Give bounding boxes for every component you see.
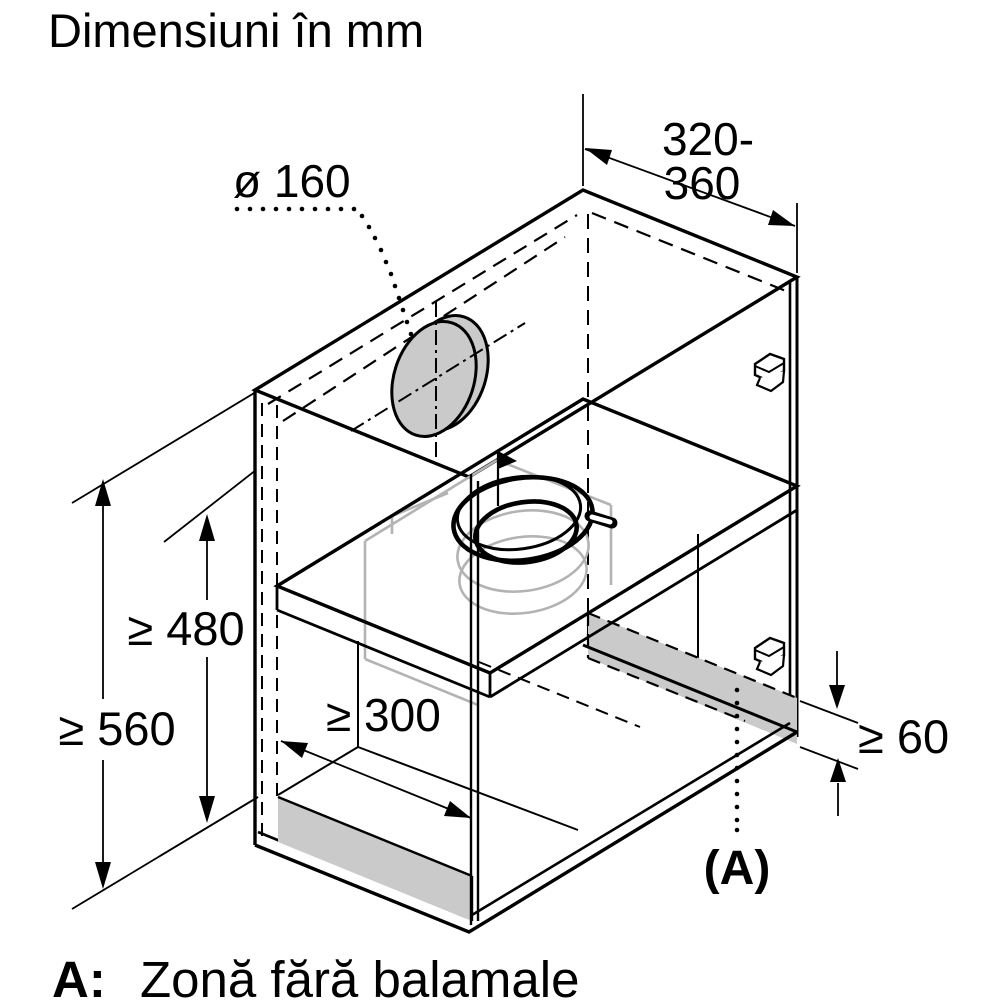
hood-body-outline	[363, 458, 613, 707]
duct-collar	[451, 451, 618, 565]
disc-centerline-diagonal	[350, 322, 526, 432]
hinge-free-height-label: ≥ 60	[858, 710, 949, 763]
duct-label-leader	[234, 206, 414, 337]
zone-a-leader	[734, 687, 740, 833]
h560-arrow-down	[95, 862, 111, 889]
dimension-hinge-free-60	[799, 651, 859, 816]
collar-tab-fill	[589, 514, 613, 525]
d300-arrow-right	[444, 801, 471, 818]
zone-a-label: (A)	[704, 842, 771, 895]
left-front-edge	[253, 390, 278, 845]
h560-arrow-up	[95, 479, 111, 506]
collar-rim-ring	[455, 474, 583, 552]
hinge-bracket-top	[753, 352, 786, 393]
d60-arrow-up	[830, 758, 846, 782]
duct-diameter-label: ø 160	[233, 155, 351, 207]
bottom-outer-edges	[254, 730, 798, 934]
h480-arrow-down	[199, 796, 215, 823]
h560-ext-top	[71, 391, 257, 504]
depth-label-line2: 360	[664, 157, 741, 209]
hood-duct-ring-upper	[456, 509, 590, 593]
inner-height-label: ≥ 480	[127, 602, 244, 655]
channel-base-left	[277, 746, 359, 796]
hood-top-rear-edge	[496, 458, 612, 507]
bottom-clearance-label: ≥ 300	[326, 689, 441, 741]
h480-ext-bottom	[159, 796, 259, 857]
legend-text: Zonă fără balamale	[140, 951, 579, 1000]
h480-arrow-up	[199, 514, 215, 541]
zone-a-top-edge	[587, 611, 798, 700]
shelf-front-face	[275, 586, 492, 699]
collar-pin-flag	[498, 451, 517, 469]
depth-arrow-left	[585, 148, 612, 165]
channel-hidden-edge	[478, 661, 641, 728]
bottom-front-shade	[278, 797, 472, 921]
top-panel-hidden-edge-3	[591, 211, 787, 293]
h480-ext-top	[163, 469, 257, 543]
middle-shelf	[273, 397, 801, 699]
page-title: Dimensiuni în mm	[48, 4, 424, 57]
d60-ext-bottom	[799, 746, 859, 770]
zone-a-bottom-edge	[587, 656, 746, 723]
d300-arrow-left	[281, 741, 308, 758]
hood-duct-ring-lower	[458, 535, 588, 615]
depth-dim-line	[584, 148, 796, 227]
niche-height-label: ≥ 560	[58, 702, 175, 755]
dimension-inner-height-480	[159, 469, 259, 857]
duct-hole-disc	[350, 302, 526, 459]
cabinet-bottom	[254, 721, 798, 934]
dimension-bottom-clearance-300	[280, 740, 472, 819]
d60-ext-top	[799, 700, 859, 724]
depth-label-line1: 320-	[662, 113, 754, 165]
dimension-depth-320-360	[582, 94, 798, 273]
right-wall-bottom-edge	[582, 643, 798, 734]
d300-dim-line	[280, 740, 472, 819]
zone-a-shade	[588, 613, 797, 744]
hood-step-edge	[390, 491, 449, 534]
hinge-bracket-bottom	[753, 636, 786, 677]
legend-prefix: A:	[52, 951, 106, 1000]
collar-inner-ring	[473, 499, 579, 565]
depth-arrow-right	[768, 210, 795, 226]
channel-base-right	[357, 746, 579, 831]
shelf-right-face	[489, 486, 799, 699]
hood-bottom-edge	[364, 657, 479, 707]
cabinet-top-panel	[251, 188, 801, 648]
bottom-panel-top-edge	[277, 795, 473, 878]
d60-arrow-down	[829, 685, 845, 709]
top-panel-hidden-edge-1	[267, 214, 578, 405]
hinge-free-zone-band	[582, 611, 798, 744]
